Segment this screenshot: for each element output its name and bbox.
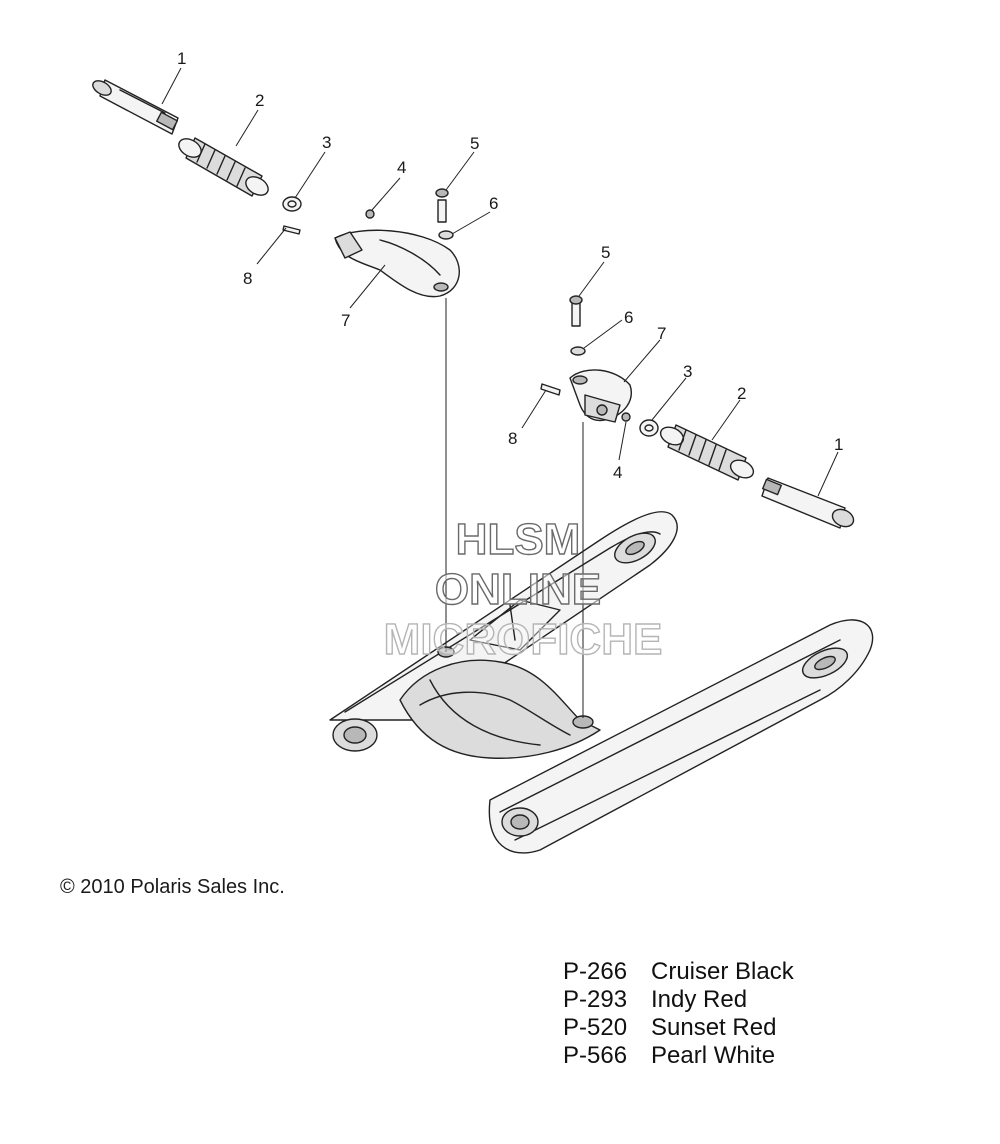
left-washer xyxy=(282,196,302,212)
right-washer xyxy=(639,419,659,437)
paint-row: P-293 Indy Red xyxy=(563,986,794,1014)
paint-row: P-520 Sunset Red xyxy=(563,1014,794,1042)
paint-code: P-266 xyxy=(563,958,628,985)
right-bolt-washer xyxy=(570,346,586,356)
left-footpeg-assembly xyxy=(92,79,460,298)
paint-name: Pearl White xyxy=(651,1042,776,1069)
paint-code: P-520 xyxy=(563,1014,628,1041)
right-pin xyxy=(540,383,561,396)
watermark: HLSM ONLINE MICROFICHE xyxy=(383,514,663,664)
paint-code: P-566 xyxy=(563,1042,628,1069)
left-footpeg-bracket xyxy=(334,229,460,298)
right-mount-bolt xyxy=(569,295,583,327)
callout-right-3: 3 xyxy=(683,362,692,381)
callout-right-7: 7 xyxy=(657,324,666,343)
callout-labels: 1 2 3 4 5 6 7 8 5 6 7 8 3 2 1 4 xyxy=(177,49,843,482)
callout-left-3: 3 xyxy=(322,133,331,152)
watermark-line-2: ONLINE xyxy=(435,565,601,614)
callout-left-5: 5 xyxy=(470,134,479,153)
right-small-bolt xyxy=(621,412,631,422)
callout-right-6: 6 xyxy=(624,308,633,327)
paint-name: Sunset Red xyxy=(651,1014,777,1041)
paint-code: P-293 xyxy=(563,986,628,1013)
paint-row: P-566 Pearl White xyxy=(563,1042,794,1070)
callout-left-4: 4 xyxy=(397,158,406,177)
callout-right-4: 4 xyxy=(613,463,622,482)
right-footpeg-assembly xyxy=(540,295,855,529)
left-rubber-peg xyxy=(178,137,269,197)
copyright-notice: © 2010 Polaris Sales Inc. xyxy=(60,876,285,898)
left-pin xyxy=(282,225,301,235)
swingarm-frame xyxy=(329,511,874,854)
paint-name: Cruiser Black xyxy=(651,958,794,985)
left-mount-bolt xyxy=(435,188,449,223)
paint-row: P-266 Cruiser Black xyxy=(563,958,794,986)
paint-name: Indy Red xyxy=(651,986,748,1013)
callout-left-7: 7 xyxy=(341,311,350,330)
callout-right-2: 2 xyxy=(737,384,746,403)
watermark-line-3: MICROFICHE xyxy=(384,615,663,664)
callout-right-8: 8 xyxy=(508,429,517,448)
watermark-line-1: HLSM xyxy=(456,515,581,564)
left-bolt-washer xyxy=(438,230,454,240)
callout-left-6: 6 xyxy=(489,194,498,213)
callout-right-5: 5 xyxy=(601,243,610,262)
left-peg-shaft xyxy=(92,79,179,135)
callout-left-8: 8 xyxy=(243,269,252,288)
paint-code-list: P-266 Cruiser Black P-293 Indy Red P-520… xyxy=(563,958,794,1070)
callout-right-1: 1 xyxy=(834,435,843,454)
left-small-bolt xyxy=(365,209,375,219)
right-rubber-peg xyxy=(659,424,755,481)
leader-lines xyxy=(161,67,839,497)
callout-left-2: 2 xyxy=(255,91,264,110)
right-peg-shaft xyxy=(761,477,855,529)
callout-left-1: 1 xyxy=(177,49,186,68)
right-footpeg-bracket xyxy=(569,369,632,423)
